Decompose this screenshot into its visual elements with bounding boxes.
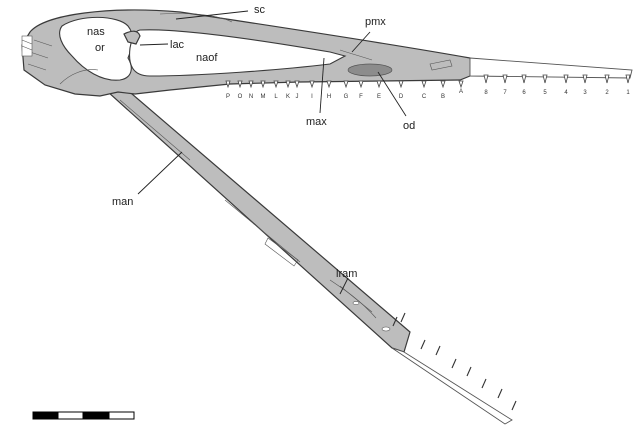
- tooth-letter-labels: P O N M L K J I H G F E D C B A: [226, 89, 463, 100]
- tooth-number: 2: [605, 90, 609, 96]
- scale-bar-segment: [57, 411, 84, 420]
- tooth-letter: E: [377, 94, 381, 100]
- upper-tooth: [273, 80, 279, 89]
- leader-od: [377, 71, 407, 117]
- upper-teeth: [225, 74, 631, 89]
- scale-bar-segment: [83, 412, 109, 419]
- tooth-number: 3: [583, 90, 587, 96]
- upper-tooth: [248, 80, 254, 89]
- upper-tooth: [260, 80, 266, 89]
- label-od: od: [403, 120, 415, 132]
- nasoantorbital-fenestra: [128, 29, 347, 77]
- upper-tooth: [294, 80, 300, 89]
- upper-tooth: [563, 74, 569, 84]
- tooth-letter: P: [226, 94, 230, 100]
- label-man: man: [112, 196, 133, 208]
- tooth-number: 7: [503, 90, 507, 96]
- mandibular-tooth: [420, 339, 426, 350]
- mandibular-tooth: [451, 358, 457, 369]
- mandibular-tooth: [497, 388, 503, 399]
- upper-tooth: [398, 80, 404, 89]
- leader-pmx: [351, 31, 371, 53]
- mandibular-tooth: [435, 345, 441, 356]
- upper-tooth: [376, 80, 382, 89]
- odontoid-patch: [347, 63, 393, 77]
- label-max: max: [306, 116, 327, 128]
- leader-lines: [137, 10, 407, 295]
- upper-tooth: [483, 74, 489, 84]
- mandibular-tooth: [466, 366, 472, 377]
- leader-lac: [139, 43, 169, 46]
- tooth-number: 4: [564, 90, 568, 96]
- label-lram: lram: [336, 268, 357, 280]
- leader-sc: [175, 10, 249, 20]
- mandibular-tooth: [392, 316, 398, 327]
- leader-max: [319, 57, 325, 114]
- upper-tooth: [358, 80, 364, 89]
- label-lac: lac: [170, 39, 185, 51]
- tooth-letter: D: [399, 94, 404, 100]
- upper-tooth: [309, 80, 315, 89]
- scale-bar: [32, 411, 135, 420]
- upper-tooth: [343, 80, 349, 89]
- upper-tooth: [582, 74, 588, 84]
- upper-tooth: [225, 80, 231, 89]
- anatomical-labels: sc nas or lac naof pmx max od man lram: [87, 4, 415, 280]
- upper-tooth: [421, 80, 427, 89]
- mandibular-tooth: [481, 378, 487, 389]
- upper-tooth: [542, 74, 548, 84]
- mandibular-tooth: [511, 400, 517, 411]
- upper-tooth: [285, 80, 291, 89]
- label-nas: nas: [87, 26, 105, 38]
- tooth-letter: C: [422, 94, 427, 100]
- upper-tooth: [521, 74, 527, 84]
- tooth-letter: I: [311, 94, 313, 100]
- tooth-letter: O: [238, 94, 243, 100]
- tooth-number: 8: [484, 90, 488, 96]
- label-naof: naof: [196, 52, 218, 64]
- tooth-letter: H: [327, 94, 331, 100]
- upper-tooth: [625, 74, 631, 84]
- scale-bar-segment: [108, 411, 135, 420]
- tooth-letter: B: [441, 94, 445, 100]
- cranium: [21, 9, 633, 97]
- scale-bar-segment: [33, 412, 58, 419]
- tooth-letter: G: [344, 94, 349, 100]
- tooth-letter: F: [359, 94, 363, 100]
- tooth-letter: A: [459, 89, 463, 95]
- orbit-opening: [59, 16, 134, 81]
- upper-tooth: [458, 80, 464, 89]
- label-pmx: pmx: [365, 16, 386, 28]
- tooth-letter: L: [274, 94, 278, 100]
- tooth-letter: M: [261, 94, 266, 100]
- tooth-letter: N: [249, 94, 253, 100]
- tooth-number: 5: [543, 90, 547, 96]
- upper-tooth: [237, 80, 243, 89]
- label-or: or: [95, 42, 105, 54]
- upper-tooth: [502, 74, 508, 84]
- mandibular-teeth: [392, 312, 517, 411]
- tooth-number: 6: [522, 90, 526, 96]
- leader-lram: [339, 277, 349, 295]
- tooth-number-labels: 8 7 6 5 4 3 2 1: [484, 90, 630, 96]
- tooth-letter: K: [286, 94, 290, 100]
- tooth-number: 1: [626, 90, 630, 96]
- upper-tooth: [604, 74, 610, 84]
- mandible: [106, 87, 513, 425]
- mandibular-tooth: [400, 312, 406, 323]
- upper-tooth: [440, 80, 446, 89]
- lacrimal: [123, 30, 141, 45]
- leader-man: [137, 151, 183, 195]
- upper-tooth: [326, 80, 332, 89]
- label-sc: sc: [254, 4, 266, 16]
- tooth-letter: J: [296, 94, 299, 100]
